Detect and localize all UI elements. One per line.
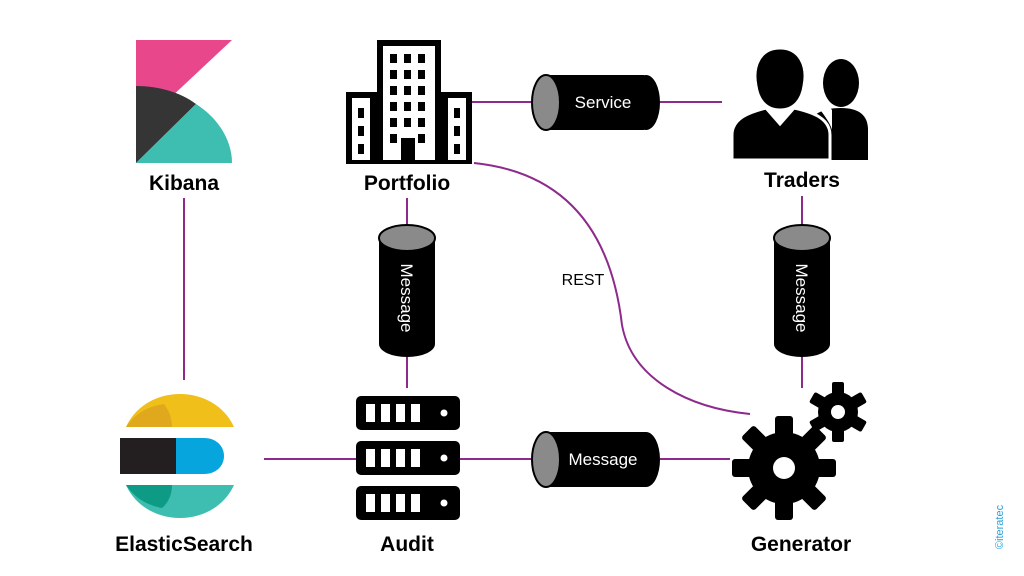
kibana-label: Kibana [149, 172, 219, 195]
portfolio-audit-message-label: Message [397, 264, 416, 333]
elasticsearch-label: ElasticSearch [115, 533, 253, 556]
rest-label: REST [562, 272, 605, 289]
service-pipe-label: Service [575, 93, 632, 112]
service-pipe: Service [531, 74, 660, 131]
portfolio-audit-message-pipe: Message [378, 224, 436, 357]
traders-generator-message-pipe: Message [773, 224, 831, 357]
elasticsearch-logo [120, 394, 234, 518]
kibana-logo [136, 40, 232, 163]
connector-lines [183, 101, 803, 460]
audit-label: Audit [380, 533, 434, 556]
users-icon [730, 46, 868, 162]
traders-generator-message-label: Message [792, 264, 811, 333]
traders-label: Traders [764, 169, 840, 192]
gears-icon [732, 382, 867, 520]
building-icon [346, 40, 472, 164]
audit-generator-message-pipe: Message [531, 431, 660, 488]
connector-rest-curve [473, 162, 751, 415]
copyright-text: ©iteratec [994, 504, 1006, 549]
server-stack-icon [356, 396, 460, 520]
portfolio-label: Portfolio [364, 172, 450, 195]
generator-label: Generator [751, 533, 851, 556]
audit-generator-message-label: Message [569, 450, 638, 469]
